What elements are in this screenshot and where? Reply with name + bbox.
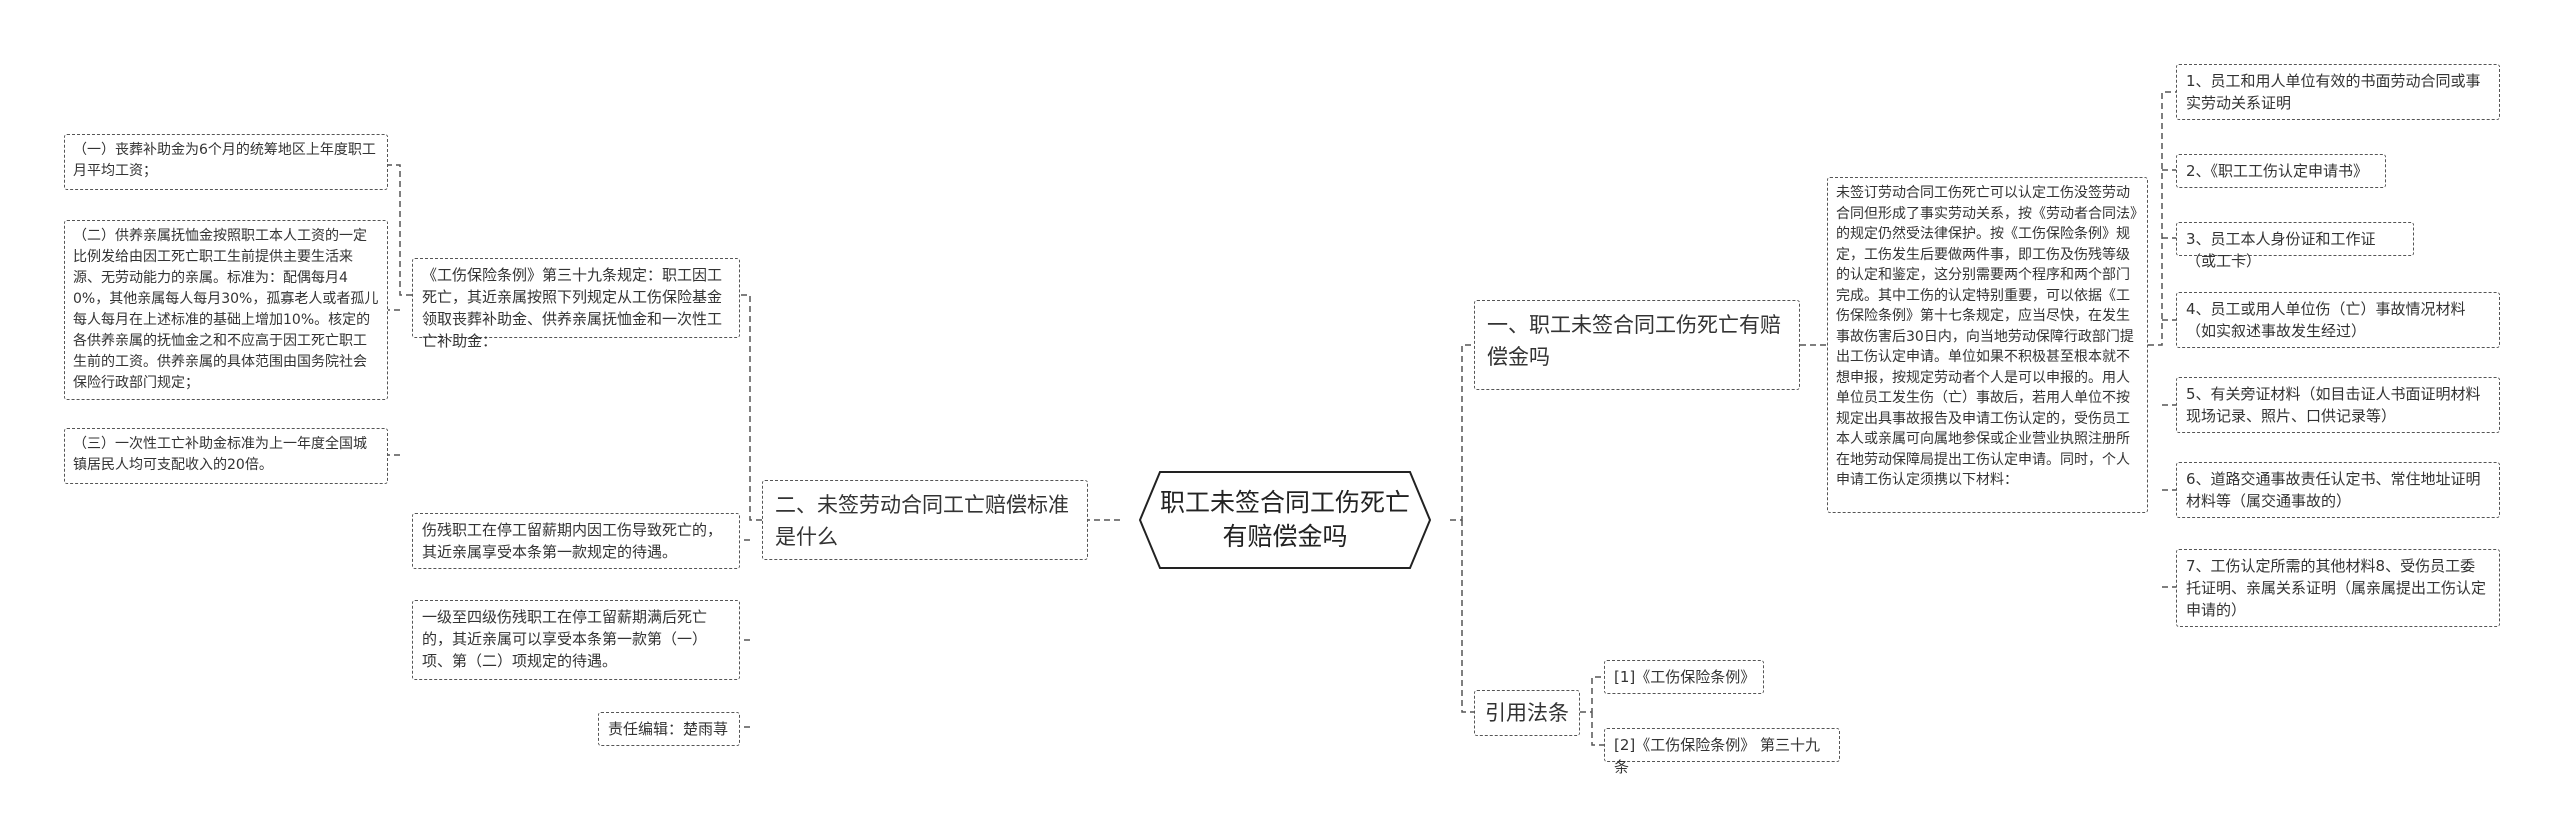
link-b3-refs: [1580, 676, 1604, 746]
b2-item-1: （一）丧葬补助金为6个月的统筹地区上年度职工月平均工资；: [64, 134, 388, 190]
link-b2-children: [740, 294, 762, 728]
material-4: 4、员工或用人单位伤（亡）事故情况材料（如实叙述事故发生经过）: [2176, 292, 2500, 348]
root-node: 职工未签合同工伤死亡有赔偿金吗: [1120, 470, 1450, 570]
material-5: 5、有关旁证材料（如目击证人书面证明材料现场记录、照片、口供记录等）: [2176, 377, 2500, 433]
ref-1: [1]《工伤保险条例》: [1604, 660, 1764, 694]
material-3: 3、员工本人身份证和工作证（或工卡）: [2176, 222, 2414, 270]
root-title: 职工未签合同工伤死亡有赔偿金吗: [1160, 488, 1411, 551]
branch-b2[interactable]: 二、未签劳动合同工亡赔偿标准是什么: [762, 480, 1088, 560]
b1-description: 未签订劳动合同工伤死亡可以认定工伤没签劳动合同但形成了事实劳动关系，按《劳动者合…: [1827, 177, 2148, 513]
branch-b3[interactable]: 引用法条: [1474, 690, 1580, 736]
b2-item-3: （三）一次性工亡补助金标准为上一年度全国城镇居民人均可支配收入的20倍。: [64, 428, 388, 484]
b2-article-39: 《工伤保险条例》第三十九条规定：职工因工死亡，其近亲属按照下列规定从工伤保险基金…: [412, 258, 740, 350]
b2-item-2: （二）供养亲属抚恤金按照职工本人工资的一定比例发给由因工死亡职工生前提供主要生活…: [64, 220, 388, 400]
ref-2: [2]《工伤保险条例》 第三十九条: [1604, 728, 1840, 776]
material-2: 2、《职工工伤认定申请书》: [2176, 154, 2386, 188]
material-7: 7、工伤认定所需的其他材料8、受伤员工委托证明、亲属关系证明（属亲属提出工伤认定…: [2176, 549, 2500, 627]
b2-editor: 责任编辑：楚雨荨: [598, 712, 740, 746]
b2-note-2: 一级至四级伤残职工在停工留薪期满后死亡的，其近亲属可以享受本条第一款第（一）项、…: [412, 600, 740, 680]
link-article-items: [388, 164, 412, 456]
material-6: 6、道路交通事故责任认定书、常住地址证明材料等（属交通事故的）: [2176, 462, 2500, 518]
link-desc-materials: [2148, 91, 2176, 588]
root-hexagon: [1138, 471, 1432, 569]
branch-b1[interactable]: 一、职工未签合同工伤死亡有赔偿金吗: [1474, 300, 1800, 390]
material-1: 1、员工和用人单位有效的书面劳动合同或事实劳动关系证明: [2176, 64, 2500, 120]
link-root-b3: [1461, 520, 1474, 713]
b2-note-1: 伤残职工在停工留薪期内因工伤导致死亡的，其近亲属享受本条第一款规定的待遇。: [412, 513, 740, 569]
link-root-b1: [1450, 344, 1474, 521]
